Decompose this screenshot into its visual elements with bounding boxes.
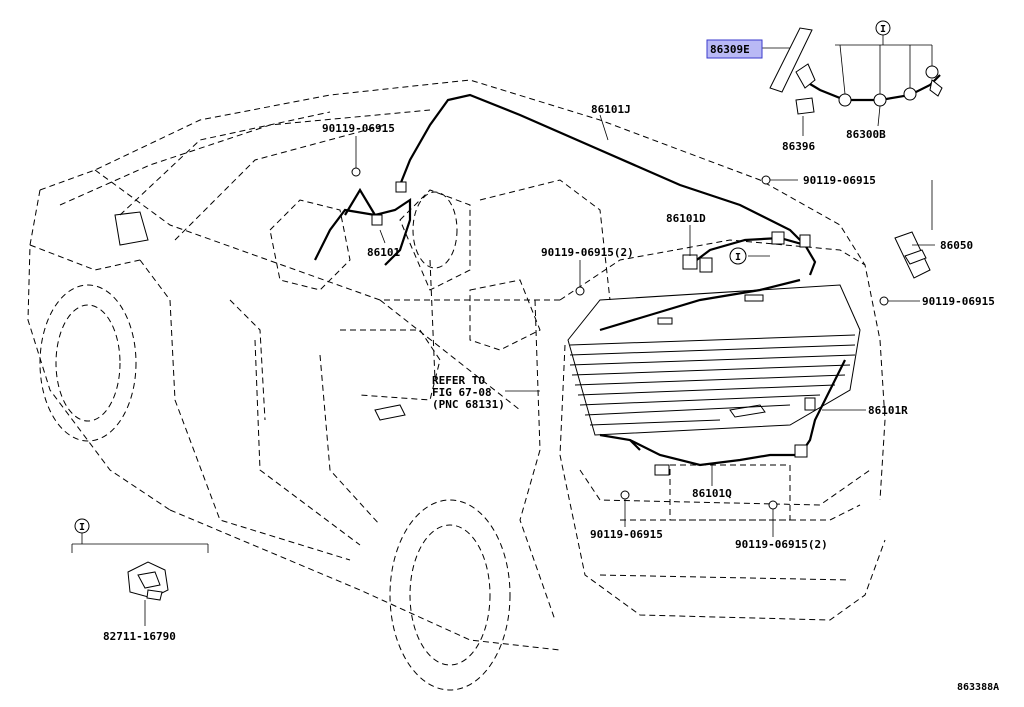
callout-82711-16790[interactable]: 82711-16790: [103, 630, 176, 643]
group-marker-bottom-left: I: [74, 518, 90, 534]
pad-86396: [795, 97, 815, 115]
harness-connectors: [371, 181, 816, 476]
group-marker-label: I: [880, 24, 886, 35]
callout-bolt-roof-right[interactable]: 90119-06915: [803, 174, 876, 187]
refer-note-line-1: REFER TO: [432, 374, 485, 387]
callout-86101q[interactable]: 86101Q: [692, 487, 732, 500]
refer-note-line-3: (PNC 68131): [432, 398, 505, 411]
refer-note: REFER TO FIG 67-08 (PNC 68131): [432, 374, 505, 411]
highlight-86309e: [706, 39, 763, 59]
callout-86101[interactable]: 86101: [367, 246, 400, 259]
bolts: [351, 167, 889, 510]
callout-bolt-bottom-left[interactable]: 90119-06915: [590, 528, 663, 541]
callout-86101r[interactable]: 86101R: [868, 404, 908, 417]
callout-86309e[interactable]: 86309E: [710, 43, 750, 56]
figure-number: 863388A: [957, 682, 999, 693]
callout-bolt-top-left[interactable]: 90119-06915: [322, 122, 395, 135]
group-marker-top: I: [875, 20, 891, 36]
callout-86101j[interactable]: 86101J: [591, 103, 631, 116]
callout-86050[interactable]: 86050: [940, 239, 973, 252]
wire-harness-86300b: [799, 74, 941, 102]
refer-note-line-2: FIG 67-08: [432, 386, 492, 399]
callout-bolt-right[interactable]: 90119-06915: [922, 295, 995, 308]
group-marker-label: I: [735, 252, 741, 263]
vehicle-body-outline: [27, 79, 886, 691]
leader-lines: [71, 35, 935, 626]
callout-86300b[interactable]: 86300B: [846, 128, 886, 141]
wire-harness-86101r: [799, 359, 846, 456]
clip-82711-16790: [127, 561, 169, 601]
group-marker-center: I: [729, 247, 747, 265]
antenna-86309e: [769, 27, 816, 93]
group-marker-label: I: [79, 522, 85, 533]
wire-harness-86101q: [599, 433, 800, 467]
wire-harness-86101j: [396, 93, 806, 246]
callout-bolt-bottom-right-2[interactable]: 90119-06915(2): [735, 538, 828, 551]
callout-86101d[interactable]: 86101D: [666, 212, 706, 225]
module-86050: [894, 231, 931, 279]
wire-harness-86101: [314, 187, 412, 266]
callout-86396[interactable]: 86396: [782, 140, 815, 153]
callout-bolt-center-2[interactable]: 90119-06915(2): [541, 246, 634, 259]
